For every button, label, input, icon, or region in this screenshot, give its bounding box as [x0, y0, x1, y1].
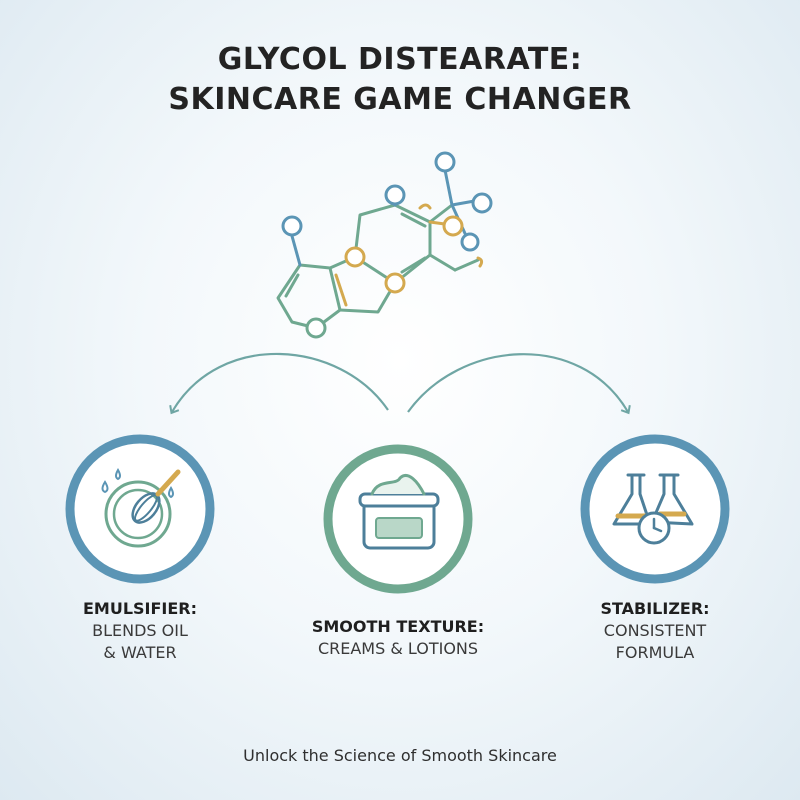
emulsifier-badge [65, 434, 215, 584]
smooth-texture-label: SMOOTH TEXTURE: CREAMS & LOTIONS [278, 616, 518, 660]
flasks-clock-icon [612, 473, 694, 545]
title-line-1: GLYCOL DISTEARATE: [217, 42, 583, 77]
cream-jar-icon [358, 473, 440, 550]
smooth-texture-heading: SMOOTH TEXTURE: [311, 617, 485, 636]
stabilizer-label: STABILIZER: CONSISTENT FORMULA [535, 598, 775, 664]
stabilizer-badge [580, 434, 730, 584]
whisk-bowl-icon [101, 467, 181, 548]
emulsifier-line-1: BLENDS OIL [92, 621, 188, 640]
page-title: GLYCOL DISTEARATE: SKINCARE GAME CHANGER [0, 40, 800, 120]
stabilizer-line-1: CONSISTENT [603, 621, 707, 640]
emulsifier-line-2: & WATER [103, 643, 177, 662]
smooth-texture-line-1: CREAMS & LOTIONS [317, 639, 479, 658]
tagline: Unlock the Science of Smooth Skincare [243, 746, 557, 765]
smooth-texture-badge [323, 444, 473, 594]
emulsifier-label: EMULSIFIER: BLENDS OIL & WATER [20, 598, 260, 664]
arrow-to-stabilizer [407, 353, 631, 415]
stabilizer-line-2: FORMULA [615, 643, 695, 662]
molecule-icon [276, 151, 493, 339]
stabilizer-heading: STABILIZER: [600, 599, 710, 618]
arrow-to-emulsifier [169, 352, 389, 415]
emulsifier-heading: EMULSIFIER: [82, 599, 198, 618]
title-line-2: SKINCARE GAME CHANGER [168, 82, 632, 117]
